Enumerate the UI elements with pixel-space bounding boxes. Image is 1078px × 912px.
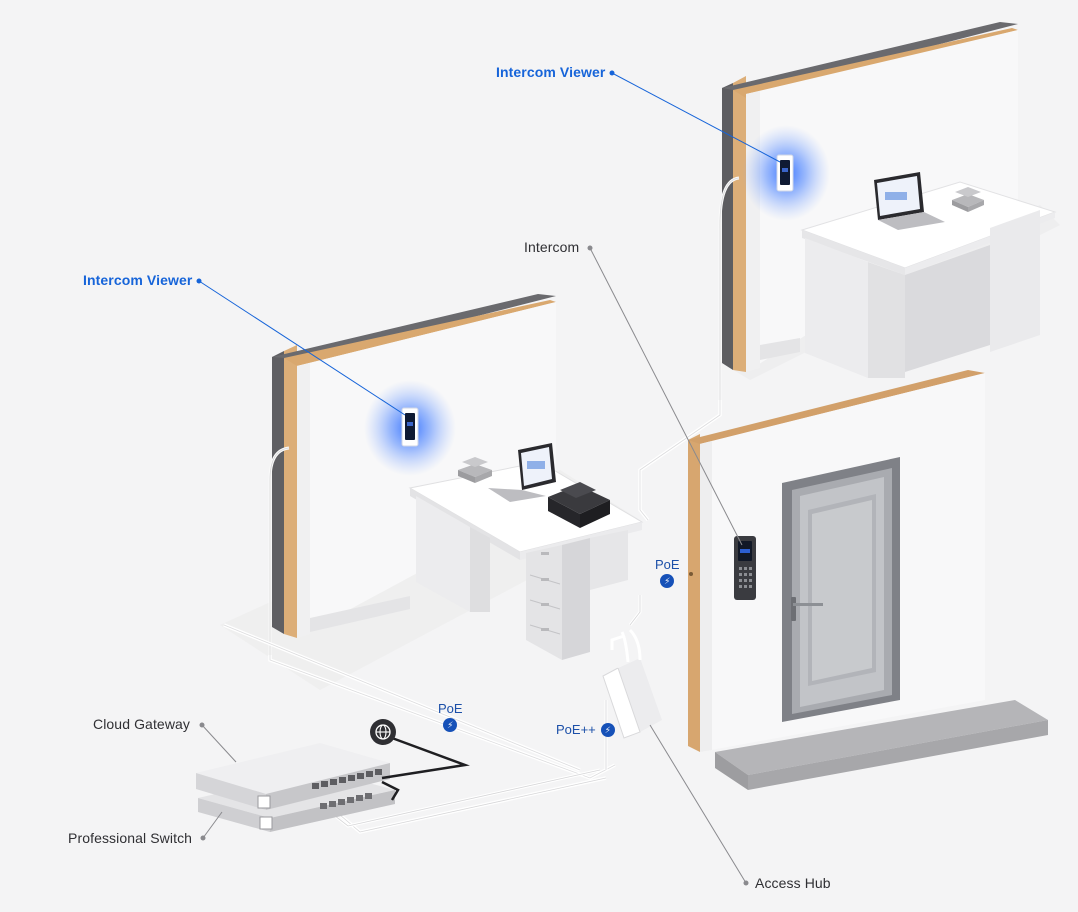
globe-icon bbox=[370, 719, 396, 745]
poe-plus-badge: PoE++ ⚡ bbox=[556, 722, 615, 737]
label-access-hub: Access Hub bbox=[755, 875, 831, 891]
office-left bbox=[220, 294, 644, 690]
poe-label: PoE bbox=[655, 557, 680, 572]
label-intercom-viewer-top: Intercom Viewer bbox=[496, 64, 606, 80]
intercom-viewer-device-top bbox=[776, 154, 794, 192]
office-top-right bbox=[718, 22, 1060, 400]
printer bbox=[548, 482, 610, 528]
poe-plus-label: PoE++ bbox=[556, 722, 596, 737]
label-cloud-gateway: Cloud Gateway bbox=[93, 716, 191, 732]
floor-cables bbox=[223, 400, 722, 834]
laptop-top bbox=[874, 172, 945, 230]
entrance-wall bbox=[688, 370, 1048, 790]
callout-lines bbox=[196, 70, 781, 886]
label-intercom: Intercom bbox=[524, 239, 580, 255]
lightning-bolt-icon: ⚡ bbox=[600, 722, 615, 737]
rack-devices bbox=[196, 736, 470, 832]
poe-badge-gateway: PoE ⚡ bbox=[438, 701, 463, 732]
intercom-device bbox=[734, 536, 756, 600]
label-professional-switch: Professional Switch bbox=[68, 830, 193, 846]
lightning-bolt-icon: ⚡ bbox=[443, 718, 458, 732]
poe-label: PoE bbox=[438, 701, 463, 716]
intercom-viewer-device-left bbox=[401, 407, 419, 447]
laptop-left bbox=[488, 443, 556, 502]
lightning-bolt-icon: ⚡ bbox=[660, 574, 675, 588]
access-hub-device bbox=[602, 628, 662, 739]
label-intercom-viewer-left: Intercom Viewer bbox=[83, 272, 193, 288]
poe-badge-intercom: PoE ⚡ bbox=[655, 557, 680, 588]
